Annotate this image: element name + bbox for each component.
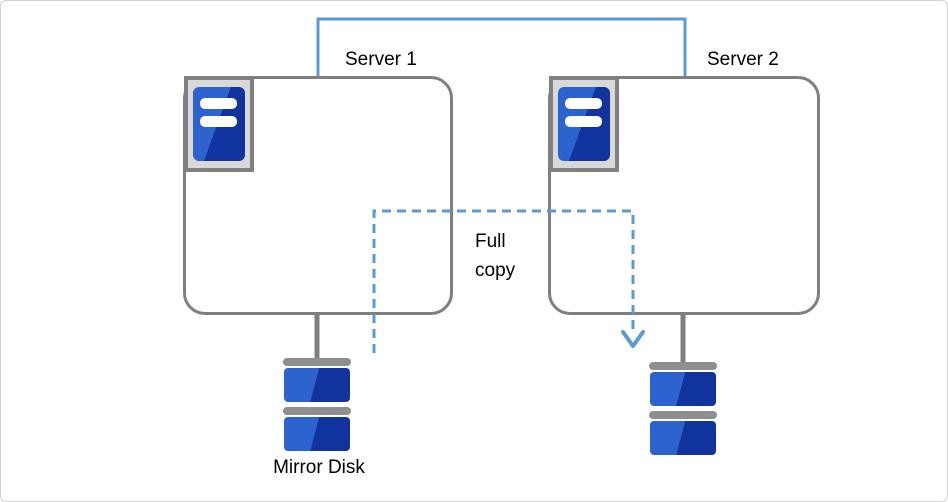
- drive-bay-slot: [565, 116, 602, 127]
- disk-cap: [283, 358, 351, 366]
- full-copy-label: Full copy: [475, 231, 516, 281]
- disk-platter: [650, 372, 716, 406]
- server1-label: Server 1: [345, 49, 417, 70]
- drive-bay-slot: [565, 98, 602, 109]
- disk-cap: [283, 407, 351, 415]
- server1-tower-icon: [184, 76, 254, 172]
- drive-bay-slot: [200, 116, 237, 127]
- server2-label: Server 2: [707, 49, 779, 70]
- server1-disk-stack-icon: [283, 358, 351, 451]
- server2-tower-icon: [549, 76, 619, 172]
- disk-platter: [284, 368, 350, 402]
- disk-cap: [649, 362, 717, 370]
- dashed-down-arrow-icon: [621, 330, 645, 348]
- drive-bay-slot: [200, 98, 237, 109]
- server-tower-body: [193, 87, 245, 161]
- server-link-line: [316, 17, 687, 76]
- mirror-disk-label: Mirror Disk: [273, 457, 365, 478]
- full-copy-path: [372, 209, 635, 353]
- disk-platter: [650, 421, 716, 455]
- server2-disk-stack-icon: [649, 362, 717, 455]
- disk-cap: [649, 411, 717, 419]
- disk-platter: [284, 417, 350, 451]
- server-tower-body: [558, 87, 610, 161]
